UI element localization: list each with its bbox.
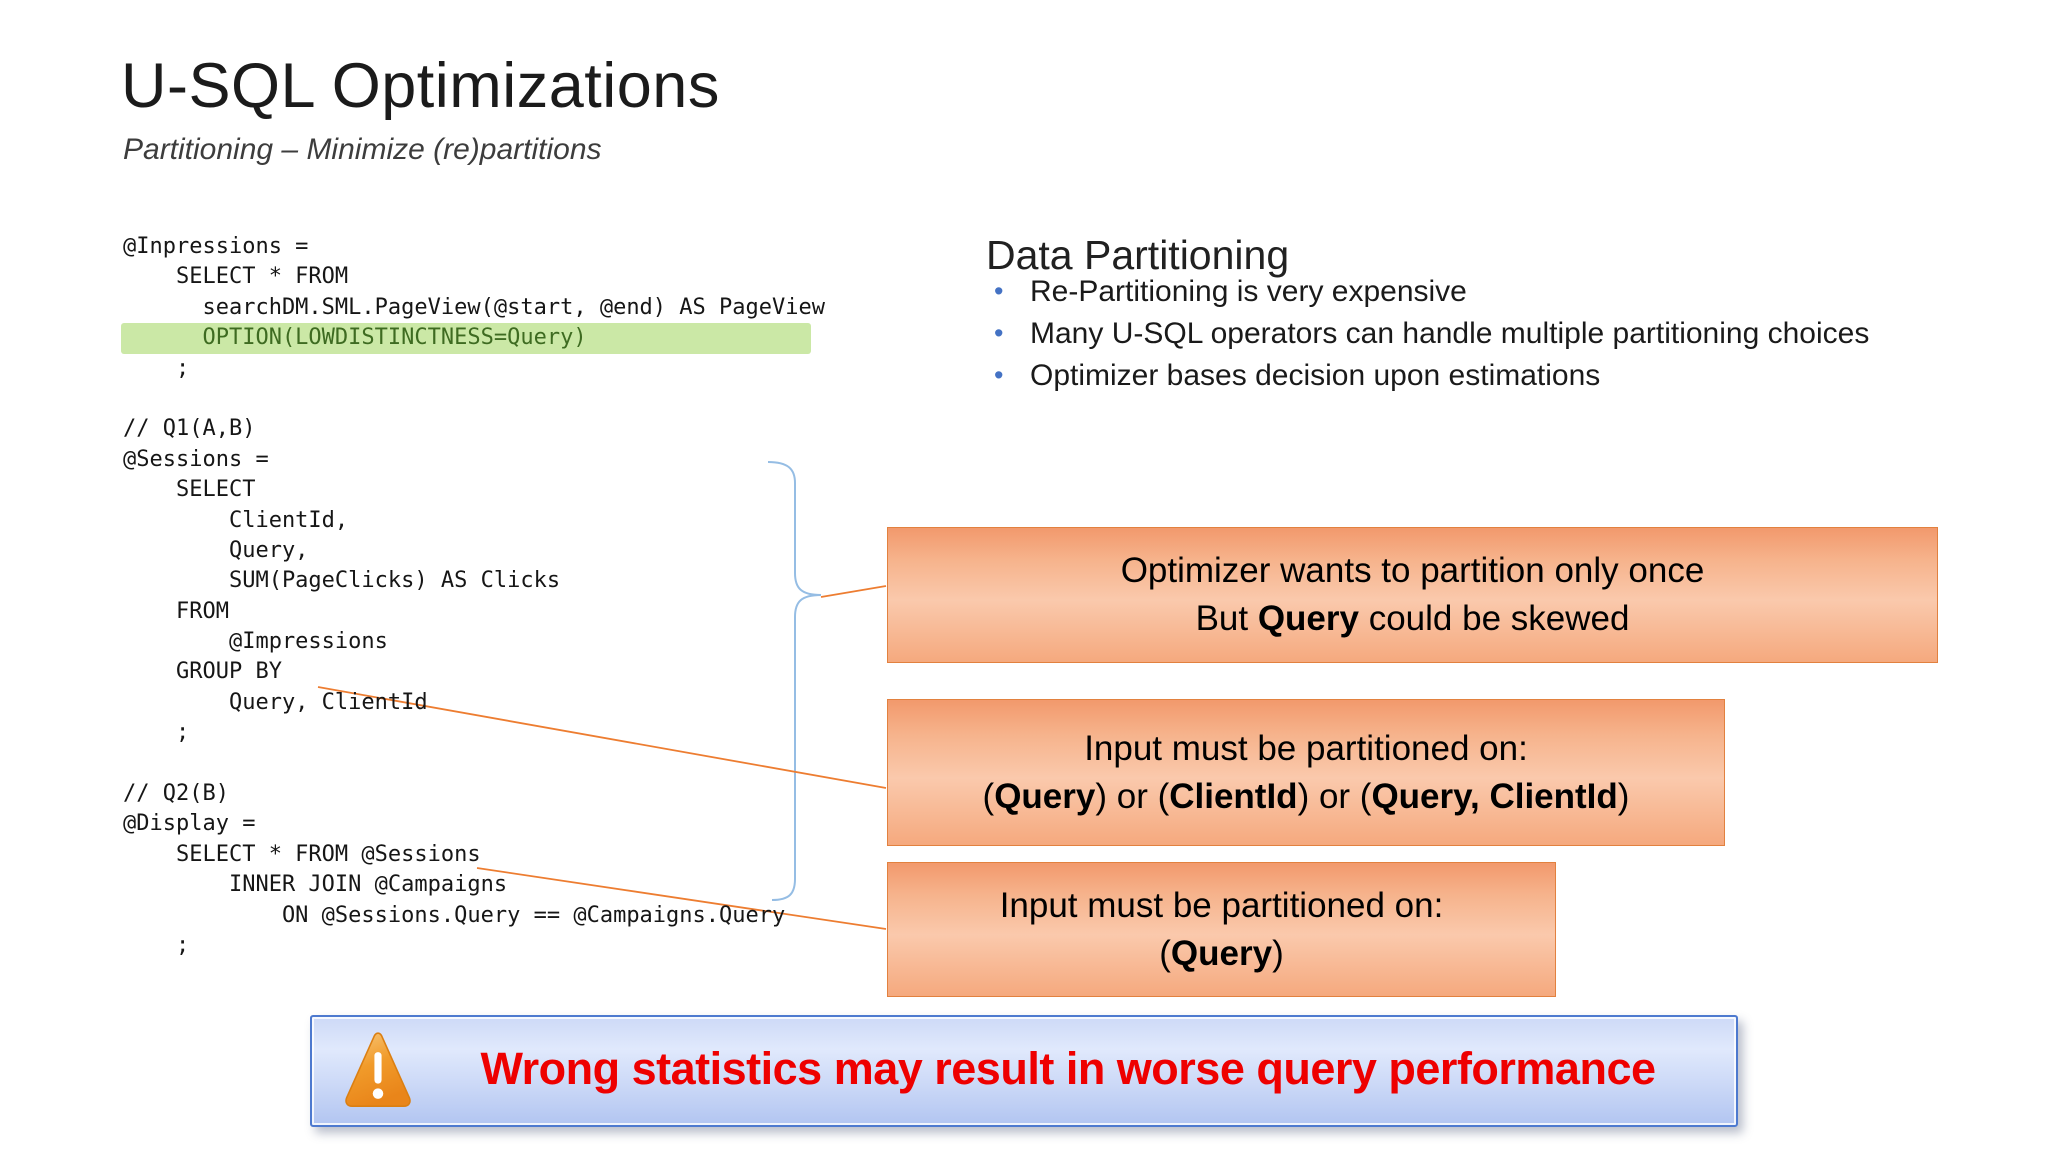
code-line: ;	[123, 355, 190, 381]
code-blank-line	[123, 384, 825, 414]
bullet-item: •Optimizer bases decision upon estimatio…	[986, 355, 1869, 397]
callout-line: (Query)	[1159, 933, 1284, 973]
code-line: Query, ClientId	[123, 689, 428, 715]
warning-text: Wrong statistics may result in worse que…	[480, 1043, 1656, 1094]
bullet-icon: •	[994, 276, 1004, 306]
section-heading: Data Partitioning	[986, 232, 1290, 278]
code-line: @Display =	[123, 811, 256, 837]
callout-partition-query: Input must be partitioned on: (Query)	[887, 862, 1556, 997]
connector-line-optimizer	[820, 585, 887, 598]
usql-code-block: @Inpressions = SELECT * FROM searchDM.SM…	[123, 232, 825, 961]
code-line: SELECT * FROM	[123, 264, 349, 290]
page-title: U-SQL Optimizations	[121, 51, 720, 121]
code-line: SELECT	[123, 477, 256, 503]
code-line-highlighted: OPTION(LOWDISTINCTNESS=Query)	[123, 325, 587, 351]
code-line: SELECT * FROM @Sessions	[123, 841, 481, 867]
bullet-item: •Many U-SQL operators can handle multipl…	[986, 313, 1869, 355]
code-line: ON @Sessions.Query == @Campaigns.Query	[123, 902, 786, 928]
code-line: GROUP BY	[123, 659, 282, 685]
code-line: @Impressions	[123, 629, 388, 655]
code-line: @Inpressions =	[123, 234, 309, 259]
warning-banner: Wrong statistics may result in worse que…	[310, 1015, 1738, 1127]
code-line: ;	[123, 720, 190, 746]
code-line: INNER JOIN @Campaigns	[123, 872, 508, 898]
callout-line: Optimizer wants to partition only once	[1120, 551, 1705, 590]
code-line: Query,	[123, 537, 309, 563]
code-line: searchDM.SML.PageView(@start, @end) AS P…	[123, 294, 825, 320]
code-line: ClientId,	[123, 507, 349, 533]
callout-line: But Query could be skewed	[1195, 599, 1630, 638]
code-line: SUM(PageClicks) AS Clicks	[123, 568, 561, 594]
code-blank-line	[123, 749, 825, 779]
code-line: ;	[123, 932, 190, 958]
callout-line: (Query) or (ClientId) or (Query, ClientI…	[982, 776, 1630, 816]
page-subtitle: Partitioning – Minimize (re)partitions	[123, 133, 602, 166]
code-line: // Q2(B)	[123, 781, 229, 807]
code-line: // Q1(A,B)	[123, 416, 256, 442]
callout-line: Input must be partitioned on:	[999, 885, 1444, 925]
callout-line: Input must be partitioned on:	[1084, 728, 1528, 768]
bullet-icon: •	[994, 360, 1004, 390]
code-line: @Sessions =	[123, 446, 269, 472]
code-highlight-bar	[121, 323, 811, 354]
callout-partition-query-clientid: Input must be partitioned on: (Query) or …	[887, 699, 1725, 846]
bullet-list: •Re-Partitioning is very expensive•Many …	[986, 271, 1869, 397]
bullet-icon: •	[994, 318, 1004, 348]
warning-icon	[345, 1032, 411, 1108]
code-line: FROM	[123, 598, 229, 624]
bullet-item: •Re-Partitioning is very expensive	[986, 271, 1869, 313]
